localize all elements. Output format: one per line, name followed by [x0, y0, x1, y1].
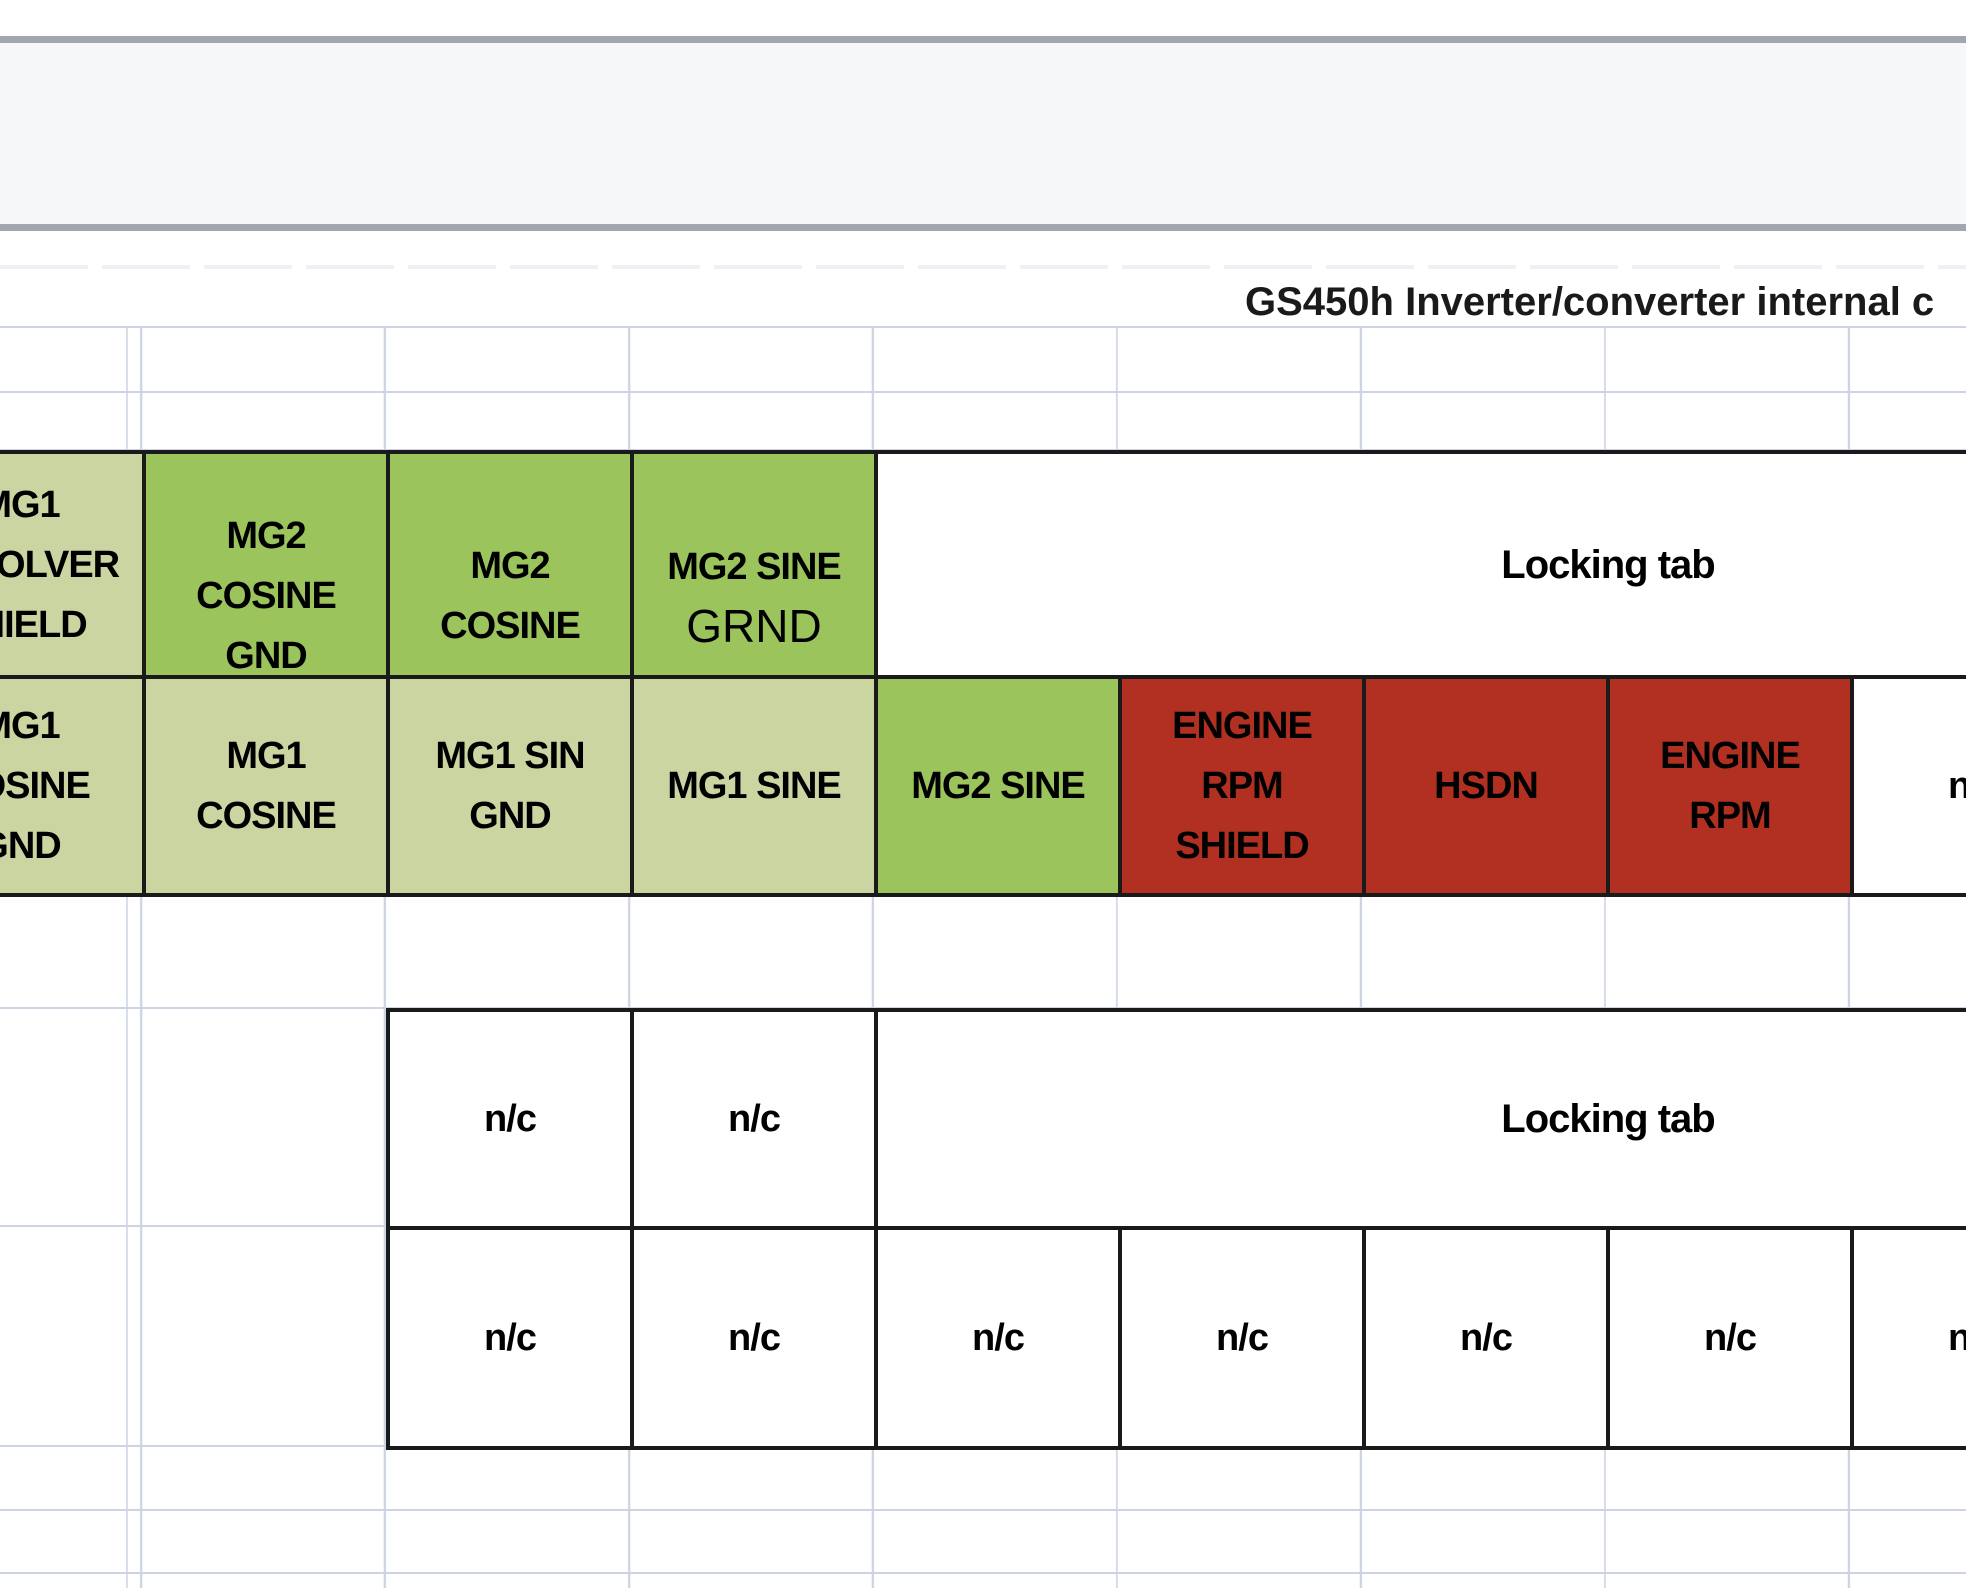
- cell-text: n/c: [728, 1317, 781, 1359]
- cell-mg1-resolver-shield[interactable]: MG1 RESOLVER SHIELD: [0, 450, 146, 679]
- cell-mg1-sin-gnd[interactable]: MG1 SIN GND: [386, 675, 634, 897]
- grid-horizontal-line: [0, 326, 1966, 328]
- cell-text: SHIELD: [0, 603, 88, 646]
- chrome-collapsed-ribbon-panel: [0, 43, 1966, 224]
- cell-text: n/c: [728, 1098, 781, 1140]
- cell-text: n/c: [484, 1317, 537, 1359]
- chrome-bottom-divider: [0, 224, 1966, 231]
- cell-text: GND: [225, 634, 307, 677]
- cell-hsdn[interactable]: HSDN: [1362, 675, 1610, 897]
- cell-nc-bottom-r2c2[interactable]: n/c: [630, 1226, 878, 1450]
- cell-text: MG1: [0, 483, 61, 526]
- cell-text: COSINE: [196, 574, 337, 617]
- cell-mg2-sine[interactable]: MG2 SINE: [874, 675, 1122, 897]
- cell-text: MG2: [470, 544, 550, 587]
- cell-text: HSDN: [1434, 765, 1539, 807]
- cell-text: COSINE: [0, 765, 91, 807]
- cell-mg1-sine[interactable]: MG1 SINE: [630, 675, 878, 897]
- cell-text: RPM: [1689, 795, 1771, 837]
- chrome-top-divider: [0, 36, 1966, 43]
- cell-text: n/c: [1948, 765, 1966, 807]
- cell-nc-bottom-r2c5[interactable]: n/c: [1362, 1226, 1610, 1450]
- cell-text: RPM: [1201, 765, 1283, 807]
- cell-text: n/c: [1216, 1317, 1269, 1359]
- cell-engine-rpm-shield[interactable]: ENGINE RPM SHIELD: [1118, 675, 1366, 897]
- cell-nc-bottom-r2c7[interactable]: n/c: [1850, 1226, 1966, 1450]
- cell-text: n/c: [1704, 1317, 1757, 1359]
- cell-text: ENGINE: [1660, 735, 1801, 777]
- cell-text: GRND: [686, 599, 822, 652]
- page-break-dashes: [0, 265, 1966, 269]
- cell-nc-bottom-r1c1[interactable]: n/c: [386, 1008, 634, 1230]
- cell-text: MG1 SINE: [667, 765, 842, 807]
- cell-text: COSINE: [196, 795, 337, 837]
- cell-text: RESOLVER: [0, 543, 120, 586]
- cell-nc-bottom-r1c2[interactable]: n/c: [630, 1008, 878, 1230]
- cell-text: GND: [469, 795, 551, 837]
- cell-locking-tab-bottom[interactable]: Locking tab: [874, 1008, 1966, 1230]
- cell-engine-rpm[interactable]: ENGINE RPM: [1606, 675, 1854, 897]
- cell-text: COSINE: [440, 604, 581, 647]
- cell-text: SHIELD: [1175, 825, 1309, 867]
- cell-mg2-cosine[interactable]: MG2 COSINE: [386, 450, 634, 679]
- cell-text: GND: [0, 825, 62, 867]
- cell-mg1-cosine-gnd[interactable]: MG1 COSINE GND: [0, 675, 146, 897]
- cell-mg2-sine-grnd[interactable]: MG2 SINE GRND: [630, 450, 878, 679]
- sheet-title: GS450h Inverter/converter internal c: [1245, 280, 1935, 324]
- cell-text: MG2 SINE: [667, 545, 842, 588]
- cell-text: n/c: [1460, 1317, 1513, 1359]
- grid-horizontal-line: [0, 1509, 1966, 1511]
- cell-text: n/c: [972, 1317, 1025, 1359]
- cell-text: MG1: [0, 705, 61, 747]
- cell-mg2-cosine-gnd[interactable]: MG2 COSINE GND: [142, 450, 390, 679]
- cell-text: Locking tab: [1501, 1097, 1715, 1141]
- cell-mg1-cosine[interactable]: MG1 COSINE: [142, 675, 390, 897]
- grid-horizontal-line: [0, 1572, 1966, 1574]
- cell-nc-bottom-r2c1[interactable]: n/c: [386, 1226, 634, 1450]
- cell-text: n/c: [484, 1098, 537, 1140]
- cell-nc-top-right[interactable]: n/c: [1850, 675, 1966, 897]
- cell-text: Locking tab: [1501, 542, 1715, 587]
- cell-text: n/c: [1948, 1317, 1966, 1359]
- cell-text: MG2 SINE: [911, 765, 1086, 807]
- cell-nc-bottom-r2c4[interactable]: n/c: [1118, 1226, 1366, 1450]
- grid-horizontal-line: [0, 391, 1966, 393]
- cell-text: MG2: [226, 514, 306, 557]
- cell-text: MG1: [226, 735, 306, 777]
- cell-nc-bottom-r2c6[interactable]: n/c: [1606, 1226, 1854, 1450]
- cell-locking-tab-top[interactable]: Locking tab: [874, 450, 1966, 679]
- cell-text: MG1 SIN: [435, 735, 585, 777]
- cell-nc-bottom-r2c3[interactable]: n/c: [874, 1226, 1122, 1450]
- cell-text: ENGINE: [1172, 705, 1313, 747]
